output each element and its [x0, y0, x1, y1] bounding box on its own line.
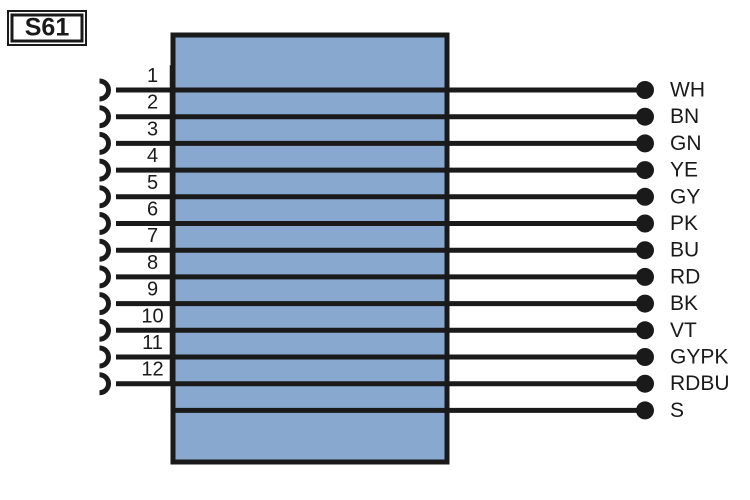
wire-end-dot	[636, 134, 654, 153]
wire-end-dot	[636, 267, 654, 286]
wire-color-label: RD	[670, 265, 700, 288]
wire-row: 1	[99, 65, 654, 102]
wire-row: 5	[99, 172, 654, 209]
wire-color-label: GY	[670, 185, 700, 208]
pin-terminal-hook	[99, 318, 111, 342]
wire-color-label: BK	[670, 292, 698, 315]
wire-row: 4	[99, 145, 654, 182]
pin-terminal-hook	[99, 158, 111, 182]
wire-color-label: WH	[670, 79, 705, 102]
pin-terminal-hook	[99, 131, 111, 155]
wire-color-label: BU	[670, 239, 699, 262]
pin-terminal-hook	[99, 78, 111, 102]
wire-color-label: RDBU	[670, 372, 730, 395]
wire-end-dot	[636, 401, 654, 420]
pin-number: 7	[147, 225, 158, 247]
wire-color-label: S	[670, 399, 684, 422]
wire-end-dot	[636, 294, 654, 313]
pin-terminal-hook	[99, 238, 111, 262]
pin-number: 5	[147, 172, 158, 194]
component-id-text: S61	[25, 14, 70, 42]
wire-end-dot	[636, 241, 654, 260]
pin-terminal-hook	[99, 212, 111, 235]
pin-terminal-hook	[99, 372, 111, 396]
wire-row: 2	[99, 92, 654, 129]
pin-number: 2	[147, 92, 158, 114]
pin-number: 12	[141, 359, 163, 381]
pin-number: 6	[147, 199, 158, 221]
wire-color-label: GYPK	[670, 346, 728, 369]
pin-number: 8	[147, 252, 158, 274]
pin-terminal-hook	[99, 265, 111, 289]
wire-end-dot	[636, 107, 654, 126]
pin-number: 11	[142, 332, 163, 354]
wire-row	[173, 401, 654, 420]
wire-row: 3	[99, 118, 654, 155]
wire-row: 9	[99, 279, 654, 316]
wire-row: 11	[99, 332, 654, 369]
wire-row: 8	[99, 252, 654, 289]
wire-row: 12	[99, 359, 654, 396]
component-id-badge: S61	[7, 10, 87, 46]
wire-end-dot	[636, 161, 654, 180]
wire-end-dot	[636, 214, 654, 233]
wire-end-dot	[636, 321, 654, 340]
wire-color-label: GN	[670, 132, 702, 155]
pin-number: 3	[147, 118, 158, 140]
wire-row: 7	[99, 225, 654, 262]
wire-color-label: BN	[670, 105, 699, 128]
pin-number: 1	[147, 65, 158, 87]
component-id-inner-border	[10, 13, 84, 43]
wire-row: 10	[99, 305, 654, 342]
wire-end-dot	[636, 81, 654, 99]
pin-number: 4	[147, 145, 158, 167]
pin-number: 10	[141, 305, 163, 327]
pin-terminal-hook	[99, 345, 111, 369]
wire-end-dot	[636, 187, 654, 206]
pin-terminal-hook	[99, 292, 111, 316]
wire-color-label: YE	[670, 159, 698, 182]
wire-row: 6	[99, 199, 654, 235]
pin-terminal-hook	[99, 185, 111, 209]
wire-color-label: PK	[670, 212, 698, 235]
wire-end-dot	[636, 374, 654, 393]
pin-number: 9	[147, 279, 158, 301]
pin-terminal-hook	[99, 105, 111, 129]
wire-end-dot	[636, 348, 654, 366]
wire-color-label: VT	[670, 319, 697, 342]
